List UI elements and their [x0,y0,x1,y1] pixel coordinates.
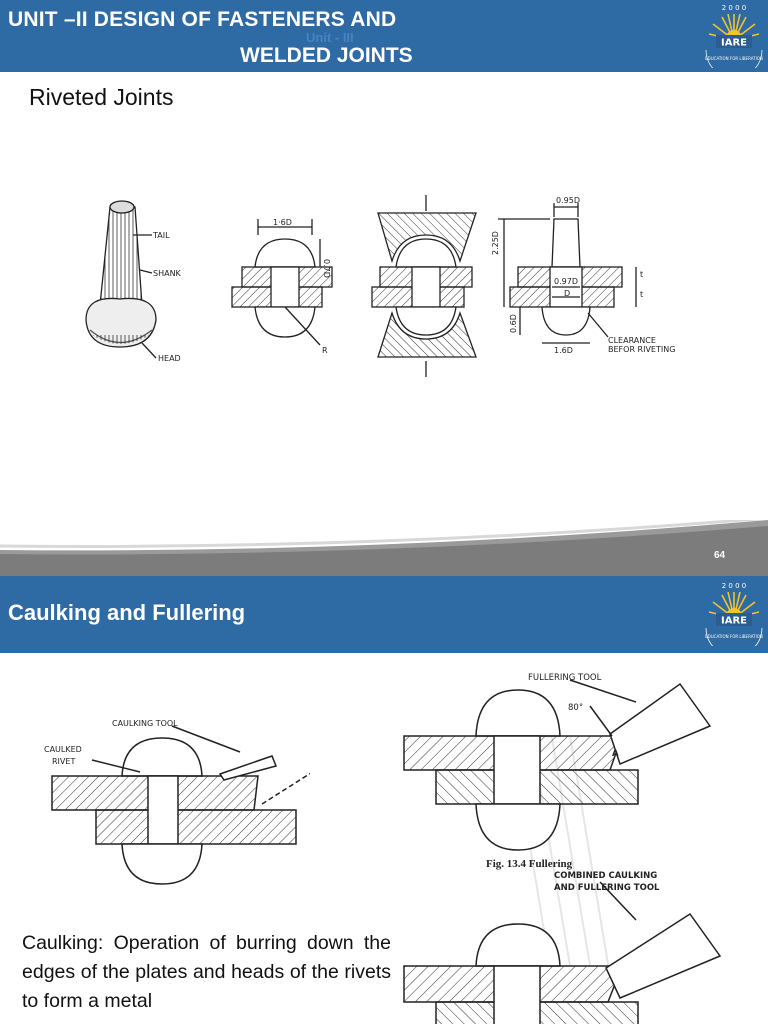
caulking-tool-label: CAULKING TOOL [112,719,178,728]
combined-tool-label-1: COMBINED CAULKING [554,871,657,881]
svg-text:2 0 0 0: 2 0 0 0 [722,582,747,590]
svg-text:EDUCATION FOR LIBERATION: EDUCATION FOR LIBERATION [705,56,763,61]
riveted-joints-figure: TAIL SHANK HEAD 1·6D 0.7D R [85,195,675,377]
label-1-6d-top: 1·6D [273,218,292,227]
label-head: HEAD [158,354,181,363]
label-clearance-1: CLEARANCE [608,336,656,345]
iare-logo: 2 0 0 0 IARE EDUCATION FOR LIBERATION [705,582,763,646]
label-t1: t [640,270,643,279]
slide-subtitle: Riveted Joints [29,84,174,110]
label-1-6d-bottom: 1.6D [554,346,573,355]
fullering-tool-label: FULLERING TOOL [528,673,602,683]
svg-text:2 0 0 0: 2 0 0 0 [722,4,747,12]
caulking-figure: CAULKING TOOL CAULKED RIVET [44,719,310,885]
label-radius: R [322,346,328,355]
label-0-97d: 0.97D [554,277,578,286]
label-d: D [564,289,570,298]
label-t2: t [640,290,643,299]
ghost-title: Unit - III [306,30,354,45]
label-clearance-2: BEFOR RIVETING [608,345,675,354]
svg-text:EDUCATION FOR LIBERATION: EDUCATION FOR LIBERATION [705,634,763,639]
body-text: Caulking: Operation of burring down the … [22,932,391,1012]
label-tail: TAIL [152,231,170,240]
figure-caption: Fig. 13.4 Fullering [486,858,573,870]
label-0-95d: 0.95D [556,196,580,205]
label-0-7d: 0.7D [322,259,331,278]
combined-tool-label-2: AND FULLERING TOOL [554,883,660,893]
svg-text:IARE: IARE [721,38,747,49]
caulked-rivet-label-2: RIVET [52,757,75,766]
slide-title-line1: UNIT –II DESIGN OF FASTENERS AND [8,8,397,31]
point-a-label: A [612,749,619,759]
footer-swoosh [0,520,768,576]
caulked-rivet-label-1: CAULKED [44,745,82,754]
label-shank: SHANK [153,269,182,278]
page-number: 64 [714,550,726,561]
label-2-25d: 2.25D [491,231,500,255]
slide-caulking-fullering: Caulking and Fullering 2 0 0 0 IARE EDUC… [0,576,768,1024]
iare-logo: 2 0 0 0 IARE EDUCATION FOR LIBERATION [705,4,763,68]
label-0-6d: 0.6D [509,314,518,333]
svg-text:IARE: IARE [721,616,747,627]
fullering-figure: FULLERING TOOL 80° A COMBINED CAULKING A… [403,673,722,1024]
angle-label: 80° [568,703,583,713]
slide-riveted-joints: Unit - III UNIT –II DESIGN OF FASTENERS … [0,0,768,576]
slide-title-line2: WELDED JOINTS [240,44,413,67]
slide-title: Caulking and Fullering [8,600,246,625]
slide-header: Unit - III UNIT –II DESIGN OF FASTENERS … [0,0,768,72]
slide-header: Caulking and Fullering 2 0 0 0 IARE EDUC… [0,576,768,653]
